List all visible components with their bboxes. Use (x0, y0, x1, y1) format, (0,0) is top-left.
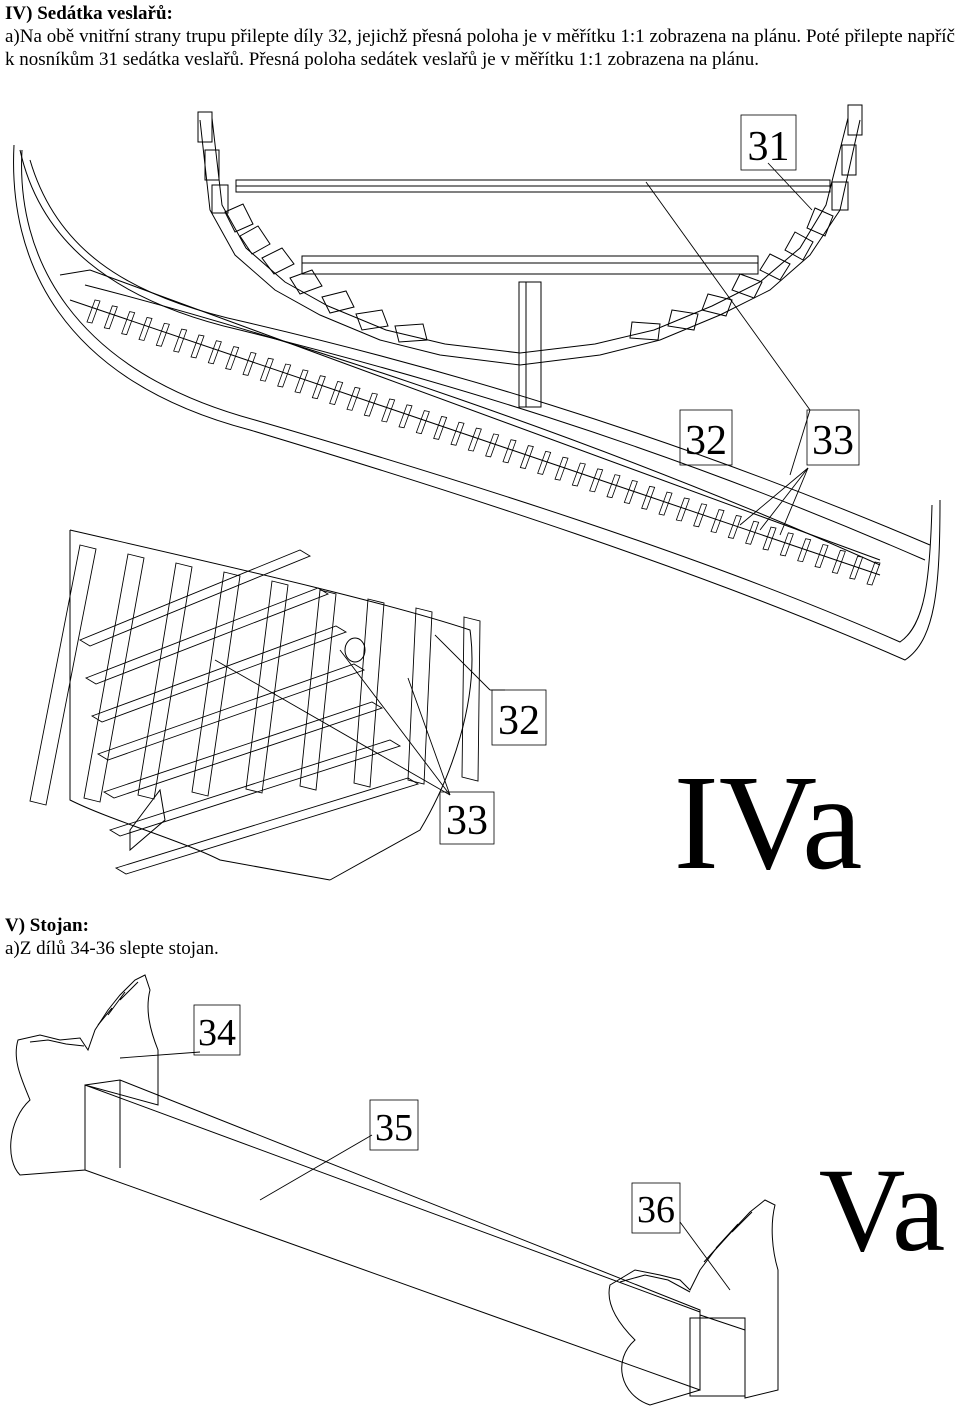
label-33-top: 33 (806, 409, 860, 466)
thwart-line (710, 509, 725, 534)
detail-slat (191, 571, 241, 797)
detail-crossbeam (78, 549, 312, 647)
detail-slat (83, 553, 145, 803)
label-35: 35 (369, 1099, 419, 1151)
thwart-line (693, 503, 708, 528)
hull-cross-section (197, 104, 863, 408)
thwart-line (641, 485, 656, 510)
thwart-line (658, 491, 673, 516)
thwart-line (762, 526, 777, 551)
label-32-top: 32 (679, 409, 733, 466)
thwart-line (831, 549, 846, 574)
detail-view-iva (69, 529, 473, 881)
thwart-line (311, 375, 326, 400)
thwart-line (381, 398, 396, 423)
detail-crossbeam (114, 777, 420, 875)
thwart-line (554, 456, 569, 481)
thwart-line (138, 317, 153, 341)
detail-slat (245, 580, 289, 794)
detail-crossbeam (84, 587, 330, 685)
thwart-line (121, 311, 136, 336)
svg-text:36: 36 (637, 1189, 675, 1231)
thwart-line (433, 415, 448, 440)
detail-slat (137, 562, 193, 800)
thwart-line (727, 514, 742, 539)
thwart-line (502, 439, 517, 464)
thwart-line (450, 421, 465, 446)
detail-slat (299, 589, 337, 791)
thwart-line (329, 381, 344, 405)
stand-drawing (10, 974, 779, 1406)
thwart-line (346, 386, 361, 411)
thwart-line (207, 340, 222, 365)
thwart-line (225, 346, 240, 371)
figure-label-iva: IVa (674, 748, 863, 898)
section-4-text: a)Na obě vnitřní strany trupu přilepte d… (5, 26, 955, 70)
thwart-line (398, 404, 413, 429)
thwart-line (571, 462, 586, 487)
leader-lines-stand (119, 1051, 731, 1291)
thwart-line (866, 561, 881, 586)
detail-crossbeam (90, 625, 348, 723)
thwart-line (190, 334, 205, 359)
section-4-heading: IV) Sedátka veslařů: (5, 3, 173, 24)
thwart-line (779, 532, 794, 557)
detail-crossbeam (102, 701, 384, 799)
label-36: 36 (631, 1182, 681, 1234)
hull-side-view (13, 144, 941, 661)
section-5-text: a)Z dílů 34-36 slepte stojan. (5, 938, 219, 959)
hull-thwarts (86, 299, 881, 586)
svg-text:31: 31 (748, 124, 790, 170)
thwart-line (259, 357, 274, 382)
leader-lines-detail (214, 634, 505, 796)
detail-crossbeam (96, 663, 366, 761)
detail-slat (29, 544, 97, 806)
thwart-line (589, 468, 604, 493)
label-32-detail: 32 (491, 689, 547, 746)
thwart-line (623, 480, 638, 504)
thwart-line (415, 410, 430, 435)
label-34: 34 (193, 1004, 241, 1056)
thwart-line (745, 520, 760, 545)
thwart-line (242, 351, 257, 376)
thwart-line (467, 427, 482, 452)
thwart-line (537, 450, 552, 475)
thwart-line (86, 299, 101, 324)
svg-text:32: 32 (498, 698, 540, 744)
svg-text:35: 35 (375, 1107, 413, 1149)
svg-text:33: 33 (446, 798, 488, 844)
label-33-detail: 33 (439, 791, 495, 845)
svg-text:34: 34 (198, 1012, 236, 1054)
label-31: 31 (740, 114, 797, 171)
figure-label-va: Va (819, 1143, 946, 1276)
thwart-line (675, 497, 690, 522)
thwart-line (519, 445, 534, 470)
detail-slat (353, 598, 385, 788)
leader-lines-top (645, 162, 813, 536)
thwart-line (277, 363, 292, 388)
thwart-line (797, 538, 812, 563)
thwart-line (173, 328, 188, 353)
thwart-line (849, 555, 864, 580)
detail-crossbeam (108, 739, 402, 837)
section-4-instructions: IV) Sedátka veslařů: a)Na obě vnitřní st… (5, 2, 955, 71)
thwart-line (606, 474, 621, 499)
thwart-line (814, 544, 829, 568)
detail-slat (407, 607, 433, 785)
thwart-line (103, 305, 118, 330)
thwart-line (485, 433, 500, 458)
section-5-instructions: V) Stojan: a)Z dílů 34-36 slepte stojan. (5, 914, 955, 960)
section-5-heading: V) Stojan: (5, 915, 89, 936)
detail-slat (461, 616, 481, 782)
thwart-line (363, 392, 378, 417)
detail-slats (29, 544, 481, 875)
svg-text:33: 33 (812, 418, 854, 464)
svg-text:32: 32 (685, 418, 727, 464)
thwart-line (294, 369, 309, 394)
thwart-line (155, 322, 170, 347)
